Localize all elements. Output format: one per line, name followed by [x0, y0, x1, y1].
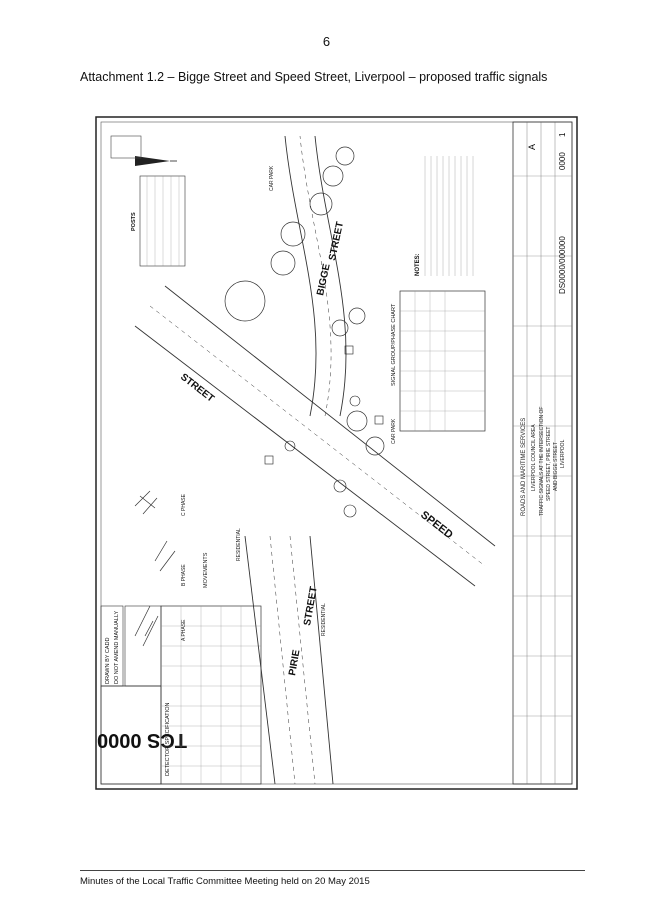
b-phase-label: B PHASE	[181, 564, 187, 586]
revision-number: 1	[558, 132, 567, 137]
page-number: 6	[322, 34, 331, 49]
tcs-number: TCS 0000	[97, 729, 187, 751]
title-org: ROADS AND MARITIME SERVICES	[521, 418, 527, 516]
area-label-residential-left: RESIDENTIAL	[236, 528, 242, 561]
title-desc-3: AND BIGGE STREET	[553, 442, 559, 491]
area-label-car-park-top: CAR PARK	[269, 165, 275, 191]
footer-rule	[80, 870, 585, 871]
area-label-car-park-right: CAR PARK	[391, 418, 397, 444]
title-suburb: LIVERPOOL	[560, 439, 566, 468]
attachment-heading: Attachment 1.2 – Bigge Street and Speed …	[80, 70, 548, 84]
street-label-pirie: PIRIE	[287, 649, 302, 677]
page-footer: Minutes of the Local Traffic Committee M…	[80, 876, 370, 887]
signal-chart-title: SIGNAL GROUP/PHASE CHART	[391, 303, 397, 386]
title-desc-2: SPEED STREET, PIRIE STREET	[546, 427, 552, 501]
area-label-residential-right: RESIDENTIAL	[321, 603, 327, 636]
movements-label: MOVEMENTS	[203, 552, 209, 588]
traffic-signal-plan: ROADS AND MARITIME SERVICES LIVERPOOL CO…	[95, 116, 578, 790]
c-phase-label: C PHASE	[181, 493, 187, 516]
a-phase-label: A PHASE	[181, 619, 187, 641]
title-council: LIVERPOOL COUNCIL AREA	[531, 424, 537, 491]
cadd-note-1: DRAWN BY CADD	[105, 638, 111, 684]
detector-spec-title: DETECTOR SPECIFICATION	[165, 703, 171, 776]
notes-title: NOTES:	[415, 253, 421, 276]
cadd-note-2: DO NOT AMEND MANUALLY	[114, 611, 120, 684]
posts-title: POSTS	[131, 212, 137, 231]
sheet-number: 0000	[558, 152, 567, 170]
sheet-size: A	[527, 144, 537, 150]
title-desc-1: TRAFFIC SIGNALS AT THE INTERSECTION OF	[539, 407, 545, 516]
drawing-number: DS0000/000000	[558, 236, 567, 294]
